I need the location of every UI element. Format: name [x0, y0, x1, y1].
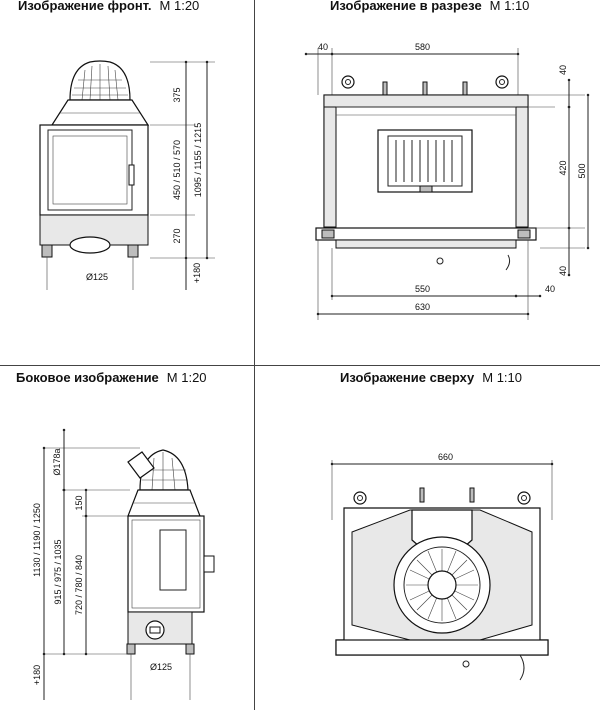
side-dim-180: +180 — [32, 665, 42, 685]
front-pipe-outlet — [69, 236, 111, 254]
section-grate — [377, 129, 473, 193]
side-dim-1130: 1130 / 1190 / 1250 — [32, 503, 42, 577]
section-lug-top-left — [341, 75, 355, 89]
front-dim-180: +180 — [192, 263, 202, 283]
side-view-drawing — [42, 428, 215, 700]
section-dim-40-left: 40 — [318, 42, 328, 52]
top-view-title: Изображение сверху M 1:10 — [340, 370, 522, 385]
top-dim-660: 660 — [438, 452, 453, 462]
side-flue-collar — [127, 451, 155, 479]
side-pipe-outlet — [145, 620, 165, 640]
side-view-title-text: Боковое изображение — [16, 370, 159, 385]
section-dim-580: 580 — [415, 42, 430, 52]
vertical-divider — [254, 0, 255, 710]
side-dim-720: 720 / 780 / 840 — [74, 555, 84, 615]
front-leg-right — [127, 244, 139, 258]
front-leg-left — [41, 244, 53, 258]
section-dim-420: 420 — [558, 160, 568, 175]
section-dim-40-top: 40 — [558, 65, 568, 75]
front-view-title: Изображение фронт. M 1:20 — [18, 0, 199, 13]
top-view-scale: M 1:10 — [482, 370, 523, 385]
front-dim-270: 270 — [172, 228, 182, 243]
side-dim-150: 150 — [74, 495, 84, 510]
front-dim-375: 375 — [172, 87, 182, 102]
side-pipe-label: Ø125 — [150, 662, 172, 672]
top-front-frame — [335, 639, 549, 656]
side-dim-178: Ø178a — [52, 448, 62, 475]
top-lug-left — [353, 491, 367, 505]
front-dome-ribs — [72, 64, 128, 101]
horizontal-divider — [0, 365, 600, 366]
section-front-frame — [315, 227, 537, 241]
section-top-wall — [323, 94, 529, 108]
side-door-handle — [203, 555, 215, 573]
top-view-title-text: Изображение сверху — [340, 370, 475, 385]
top-handle — [519, 654, 525, 681]
section-dim-550: 550 — [415, 284, 430, 294]
side-leg-left — [126, 643, 136, 655]
side-dim-915: 915 / 975 / 1035 — [53, 539, 63, 604]
section-lug-top-right — [495, 75, 509, 89]
side-panel — [159, 529, 187, 591]
section-view-title-text: Изображение в разрезе — [330, 0, 482, 13]
front-door-handle — [128, 164, 135, 186]
front-view-drawing — [39, 60, 215, 290]
front-pipe-label: Ø125 — [86, 272, 108, 282]
side-leg-right — [185, 643, 195, 655]
top-view-drawing — [330, 460, 554, 681]
front-glass — [52, 135, 128, 205]
front-dim-450: 450 / 510 / 570 — [172, 140, 182, 200]
section-view-drawing — [304, 48, 590, 320]
section-view-title: Изображение в разрезе M 1:10 — [330, 0, 529, 13]
section-handle-knob — [436, 257, 444, 265]
section-handle — [505, 254, 511, 271]
section-dim-40-bottom: 40 — [558, 266, 568, 276]
top-lug-right — [517, 491, 531, 505]
front-view-scale: M 1:20 — [159, 0, 200, 13]
side-view-title: Боковое изображение M 1:20 — [16, 370, 207, 385]
side-view-scale: M 1:20 — [166, 370, 207, 385]
section-grate-bars — [395, 140, 453, 182]
section-dim-40-right: 40 — [545, 284, 555, 294]
section-dim-630: 630 — [415, 302, 430, 312]
side-body — [127, 515, 205, 613]
front-view-title-text: Изображение фронт. — [18, 0, 152, 13]
section-door-glass — [335, 239, 517, 249]
section-view-scale: M 1:10 — [489, 0, 530, 13]
section-dim-500: 500 — [577, 163, 587, 178]
section-left-wall — [323, 106, 337, 228]
front-hood — [50, 99, 150, 126]
front-dim-1095: 1095 / 1155 / 1215 — [193, 123, 203, 197]
section-right-wall — [515, 106, 529, 228]
